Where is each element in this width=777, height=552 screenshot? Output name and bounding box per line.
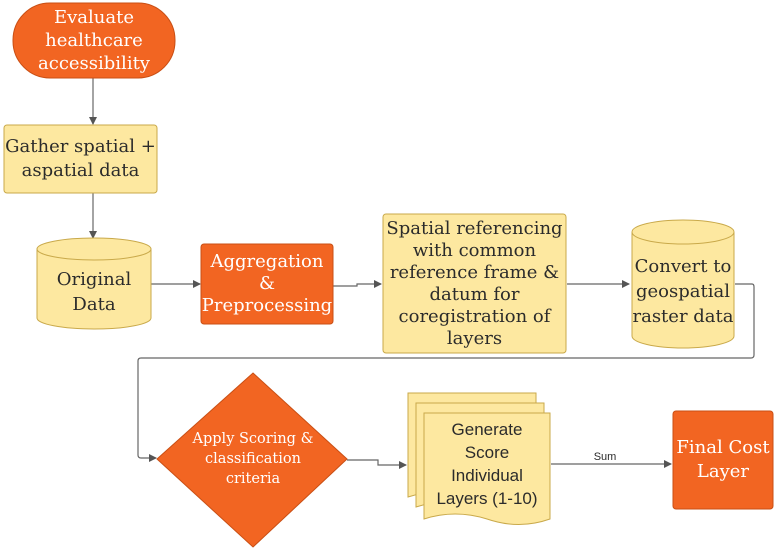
node-aggregation-shape xyxy=(200,243,334,325)
edge-convert-to-scoring xyxy=(137,283,755,462)
node-generate-label: Generate Score Individual Layers (1-10) xyxy=(436,420,538,508)
node-aggregation-label: Aggregation & Preprocessing xyxy=(201,251,333,316)
edge-sum-label: Sum xyxy=(593,451,617,463)
node-final-shape xyxy=(672,410,774,510)
node-convert-label: Convert to geospatial raster data xyxy=(632,256,734,327)
node-generate-shape xyxy=(407,392,551,525)
node-evaluate-shape xyxy=(12,2,176,79)
edge-scoring-to-generate xyxy=(347,459,407,469)
node-scoring-label: Apply Scoring & classification criteria xyxy=(192,431,314,487)
node-evaluate-label: Evaluate healthcare accessibility xyxy=(38,7,150,74)
node-original-label: Original Data xyxy=(56,269,132,315)
edge-aggregation-to-referencing xyxy=(333,280,382,288)
node-referencing-label: Spatial referencing with common referenc… xyxy=(386,217,563,349)
node-original-shape xyxy=(36,237,152,330)
node-gather-label: Gather spatial + aspatial data xyxy=(5,136,156,181)
node-gather-shape xyxy=(3,124,158,194)
node-referencing-shape xyxy=(382,213,567,354)
node-scoring-shape xyxy=(156,372,348,548)
node-final-label: Final Cost Layer xyxy=(676,437,770,482)
node-convert-shape xyxy=(631,219,735,349)
